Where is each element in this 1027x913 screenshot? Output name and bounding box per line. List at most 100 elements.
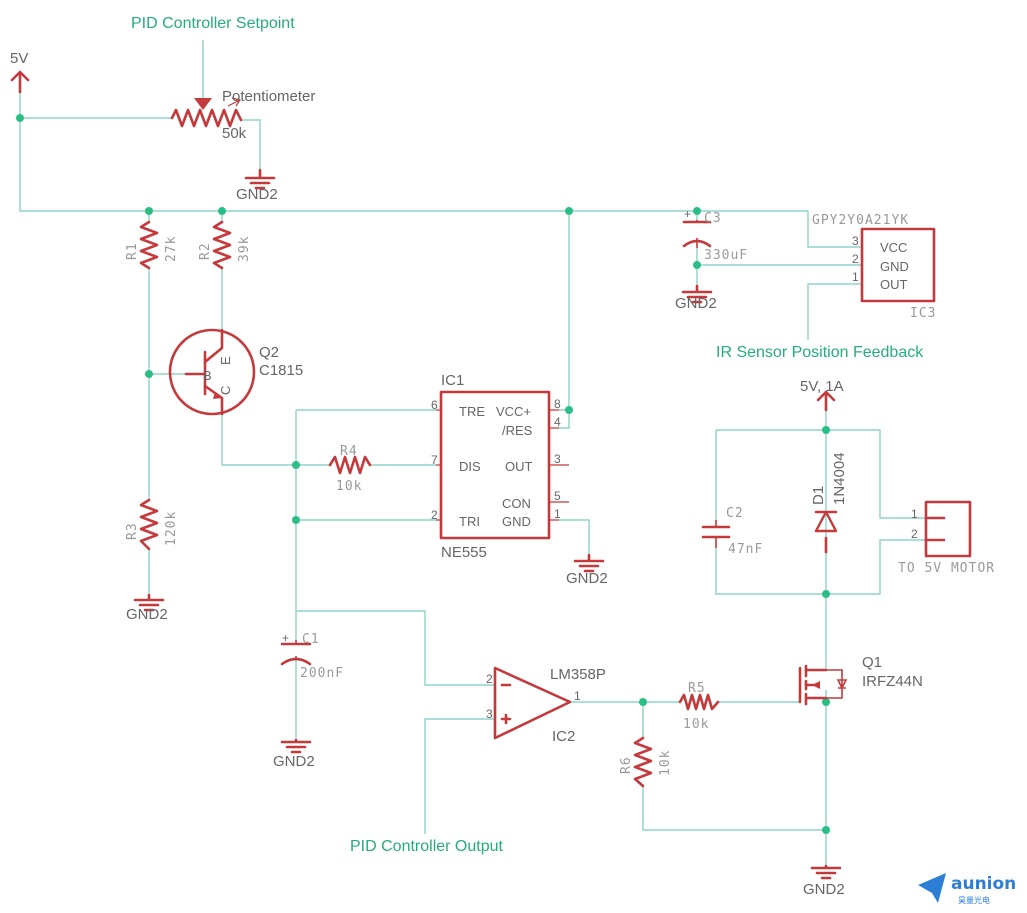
diode-d1-part: 1N4004	[831, 452, 848, 505]
potentiometer-name: Potentiometer	[222, 88, 315, 105]
resistor-r4-value: 10k	[336, 479, 362, 494]
ic1-ne555: IC1 NE555 6 TRE 7 DIS 2 TRI 8 VCC+ 4 /RE…	[431, 372, 569, 561]
resistor-r3-value: 120k	[164, 511, 179, 546]
junction-dot	[145, 370, 153, 378]
ground-label: GND2	[236, 186, 278, 203]
ic3-pin-label: GND	[880, 259, 909, 274]
transistor-q2-part: C1815	[259, 362, 303, 379]
ic1-pin-num: 1	[554, 507, 561, 521]
mosfet-q1-part: IRFZ44N	[862, 673, 923, 690]
junction-dot	[16, 114, 24, 122]
ic2-pin-num: 1	[574, 689, 581, 703]
capacitor-c3: + C3 330uF	[682, 207, 747, 263]
ic1-pin-num: 3	[554, 452, 561, 466]
ground-symbol: GND2	[236, 168, 278, 203]
resistor-r6: R6 10k	[619, 736, 673, 788]
pid-output-note: PID Controller Output	[350, 838, 504, 855]
resistor-r5: R5 10k	[678, 681, 720, 732]
diode-d1-name: D1	[810, 486, 827, 505]
junction-dot	[565, 406, 573, 414]
capacitor-c3-name: C3	[704, 211, 722, 226]
ic2-pin-num: 3	[486, 707, 493, 721]
ic1-pin-label: TRI	[459, 514, 480, 529]
ground-label: GND2	[803, 881, 845, 898]
ic3-part: GPY2Y0A21YK	[812, 213, 909, 228]
watermark-sub: 昊量光电	[958, 895, 990, 905]
ic1-pin-label: /RES	[502, 423, 533, 438]
ic3-pin-label: VCC	[880, 240, 907, 255]
wires	[19, 40, 926, 866]
junction-dot	[639, 698, 647, 706]
resistor-r2: R2 39k	[198, 220, 252, 270]
ground-symbol: GND2	[126, 593, 168, 623]
junction-dot	[693, 261, 701, 269]
motor-connector: 1 2 TO 5V MOTOR	[898, 500, 995, 576]
ic3-pin-num: 3	[852, 234, 859, 248]
potentiometer-value: 50k	[222, 125, 247, 142]
resistor-r5-value: 10k	[683, 717, 709, 732]
diode-d1: D1 1N4004	[810, 452, 848, 554]
supply-5v-motor-label: 5V, 1A	[800, 378, 844, 395]
transistor-q2-pin-b: B	[203, 368, 212, 383]
ic1-name: IC1	[441, 372, 464, 389]
ic1-pin-num: 2	[431, 508, 438, 522]
ic2-name: IC2	[552, 728, 575, 745]
junction-dot	[218, 207, 226, 215]
resistor-r5-name: R5	[688, 681, 706, 696]
mosfet-q1-name: Q1	[862, 654, 882, 671]
motor-connector-pin: 1	[911, 507, 918, 521]
ic1-pin-num: 7	[431, 453, 438, 467]
ic1-pin-label: DIS	[459, 459, 481, 474]
ground-symbol: GND2	[803, 864, 845, 898]
junction-dot	[822, 426, 830, 434]
junction-dots	[16, 114, 830, 834]
capacitor-c2: C2 47nF	[701, 506, 762, 557]
ic3-pin-label: OUT	[880, 277, 908, 292]
transistor-q2-pin-c: C	[218, 386, 233, 395]
ic1-pin-num: 6	[431, 398, 438, 412]
ic2-part: LM358P	[550, 666, 606, 683]
ic1-pin-label: CON	[502, 496, 531, 511]
ground-label: GND2	[566, 570, 608, 587]
resistor-r4: R4 10k	[328, 444, 372, 494]
ic1-pin-num: 4	[554, 415, 561, 429]
ic1-pin-label: VCC+	[496, 404, 531, 419]
ground-label: GND2	[126, 606, 168, 623]
watermark: aunion 昊量光电	[918, 873, 1016, 905]
capacitor-c1-value: 200nF	[300, 666, 344, 681]
resistor-r1-name: R1	[125, 242, 140, 260]
junction-dot	[822, 826, 830, 834]
supply-5v-left: 5V	[10, 50, 30, 94]
junction-dot	[693, 207, 701, 215]
resistor-r3: R3 120k	[125, 498, 179, 551]
resistor-r3-name: R3	[125, 522, 140, 540]
ic1-part: NE555	[441, 544, 487, 561]
ic3-ir-sensor: GPY2Y0A21YK IC3 3 VCC 2 GND 1 OUT	[812, 213, 935, 321]
transistor-q2: B C E Q2 C1815	[168, 328, 303, 416]
resistor-r1-value: 27k	[164, 236, 179, 262]
ic1-pin-label: GND	[502, 514, 531, 529]
ic2-lm358: LM358P IC2 2 3 1	[486, 666, 606, 745]
plane-icon	[918, 873, 946, 903]
supply-5v-left-label: 5V	[10, 50, 28, 67]
resistor-r6-name: R6	[619, 756, 634, 774]
watermark-brand: aunion	[951, 874, 1016, 894]
capacitor-c1-plus: +	[282, 631, 289, 645]
capacitor-c1-name: C1	[302, 632, 320, 647]
capacitor-c1: + C1 200nF	[280, 631, 344, 681]
capacitor-c3-plus: +	[684, 207, 691, 221]
ic1-pin-label: TRE	[459, 404, 485, 419]
motor-connector-label: TO 5V MOTOR	[898, 561, 995, 576]
ic1-pin-label: OUT	[505, 459, 533, 474]
ground-label: GND2	[273, 753, 315, 770]
ic3-pin-num: 1	[852, 270, 859, 284]
mosfet-q1: Q1 IRFZ44N	[798, 654, 923, 706]
ic1-pin-num: 8	[554, 397, 561, 411]
junction-dot	[565, 207, 573, 215]
resistor-r1: R1 27k	[125, 220, 179, 270]
resistor-r4-name: R4	[340, 444, 358, 459]
ic3-pin-num: 2	[852, 252, 859, 266]
transistor-q2-pin-e: E	[218, 356, 233, 365]
